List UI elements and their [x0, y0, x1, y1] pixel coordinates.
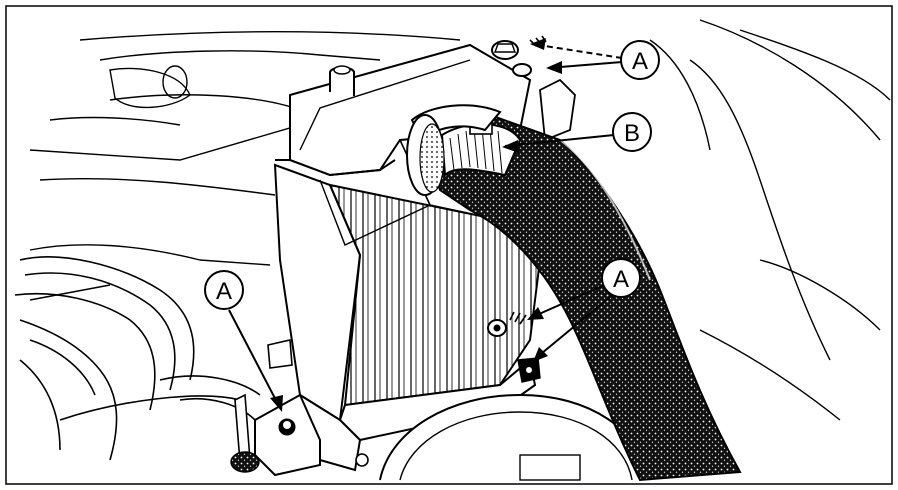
wire-harness — [14, 256, 261, 461]
lower-round-component — [355, 393, 651, 481]
air-filter-housing — [273, 43, 547, 472]
mounting-bracket-left — [230, 339, 321, 477]
engine-bay-outline — [29, 31, 461, 301]
callout-label: A — [632, 48, 648, 75]
arrowheads — [270, 38, 562, 412]
intake-hose — [406, 104, 742, 482]
callout-label: A — [613, 266, 629, 293]
callout-a-right: A — [601, 258, 641, 298]
side-bolts — [487, 311, 541, 383]
callout-b: B — [612, 112, 652, 152]
callout-label: B — [624, 120, 640, 147]
callout-label: A — [216, 278, 232, 305]
leader-lines — [228, 43, 623, 409]
callout-a-left: A — [204, 270, 244, 310]
top-bolts — [491, 35, 576, 142]
callout-a-top: A — [620, 40, 660, 80]
